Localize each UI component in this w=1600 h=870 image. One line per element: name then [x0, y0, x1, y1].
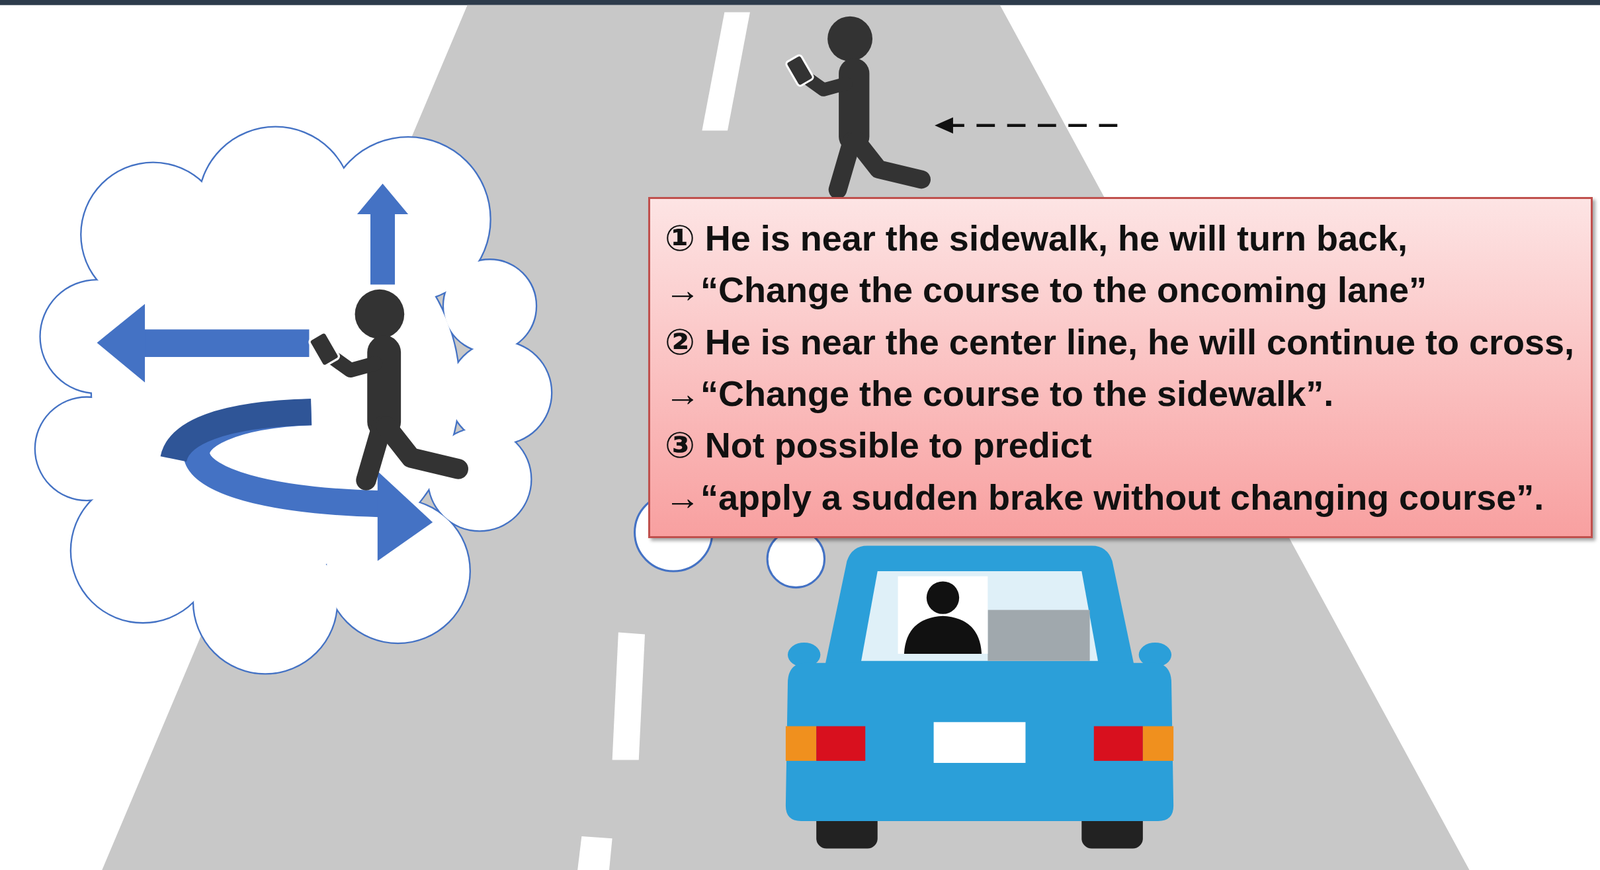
pedestrian-figure: [785, 16, 922, 190]
center-line-dash: [577, 836, 612, 870]
callout-line: →“Change the course to the sidewalk”.: [664, 367, 1577, 420]
walking-direction-arrow: [934, 117, 1118, 134]
callout-line: →“Change the course to the oncoming lane…: [664, 263, 1577, 316]
callout-box: ① He is near the sidewalk, he will turn …: [648, 197, 1593, 539]
callout-line: ③ Not possible to predict: [664, 419, 1577, 471]
center-line-dash: [612, 632, 645, 761]
center-line-dash: [701, 12, 751, 131]
callout-line: ② He is near the center line, he will co…: [664, 316, 1577, 368]
pedestrian-figure: [308, 289, 458, 481]
thought-cloud-fill: [35, 127, 551, 674]
car: [785, 545, 1174, 849]
top-bar: [0, 0, 1600, 6]
driver-figure: [898, 576, 989, 655]
thought-cloud-outline: [35, 127, 551, 674]
option-arrows: [97, 183, 434, 562]
callout-line: →“apply a sudden brake without changing …: [664, 471, 1577, 524]
callout-line: ① He is near the sidewalk, he will turn …: [664, 212, 1577, 264]
